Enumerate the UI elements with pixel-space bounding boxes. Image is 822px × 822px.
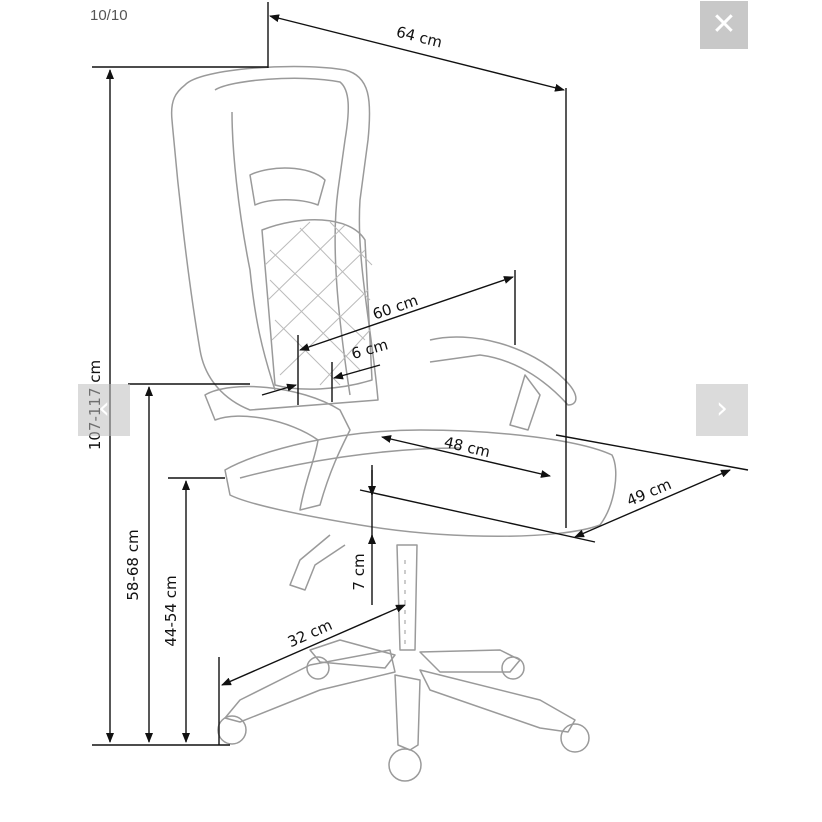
image-counter: 10/10	[90, 7, 128, 24]
label-backrest-offset: 6 cm	[349, 335, 390, 363]
label-backrest-width: 60 cm	[370, 291, 420, 323]
close-button[interactable]: ✕	[700, 1, 748, 49]
label-armrest-height: 58-68 cm	[124, 529, 142, 600]
label-seat-height: 44-54 cm	[162, 575, 180, 646]
dimension-labels: 64 cm 107-117 cm 60 cm 6 cm 48 cm 49 cm …	[86, 23, 674, 651]
dimension-lines	[92, 2, 749, 746]
label-seat-thickness: 7 cm	[350, 553, 368, 590]
next-image-button[interactable]: ›	[696, 384, 748, 436]
previous-image-button[interactable]: ‹	[78, 384, 130, 436]
chair-outline	[170, 65, 617, 782]
label-width-top: 64 cm	[394, 23, 444, 52]
